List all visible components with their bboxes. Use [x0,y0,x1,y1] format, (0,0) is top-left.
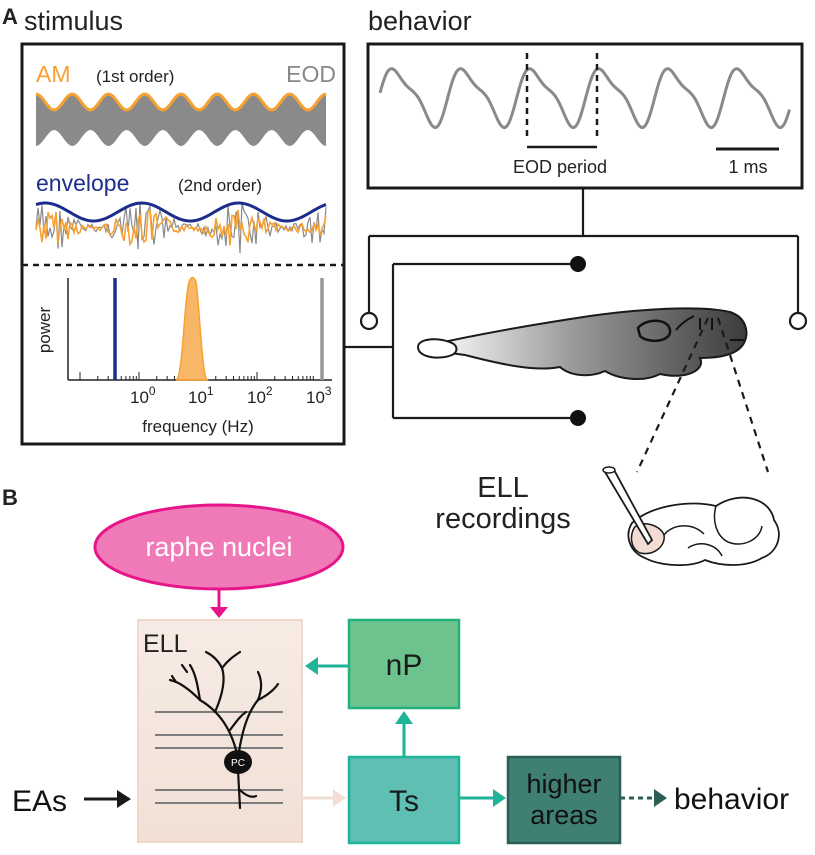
higher-areas-node [506,755,622,845]
tick-label-1e1: 101 [188,384,214,407]
pc-label: PC [231,758,245,769]
stimulus-electrode-bottom [570,410,586,426]
envelope-trace [35,201,327,223]
higher-areas-label-line2: areas [530,800,598,830]
fish-illustration [416,307,748,380]
behavior-box [366,42,804,190]
panel-b-label: B [2,485,18,510]
behavior-title: behavior [368,6,472,36]
tick-label-1e2: 102 [247,384,273,407]
envelope-am-noise [35,209,327,247]
am-envelope-trace [35,92,327,112]
tick-label-1e0: 100 [130,384,156,407]
np-label: nP [386,649,423,682]
ell-recordings-label-line2: recordings [435,503,570,535]
np-node [347,618,461,710]
higher-areas-label-line1: higher [526,769,601,799]
frequency-label: frequency (Hz) [142,417,253,436]
pyramidal-cell-soma [224,750,252,774]
ell-recordings-label-line1: ELL [477,472,529,504]
eas-label: EAs [12,785,67,818]
ell-to-ts-arrowhead [333,789,346,807]
am-order-label: (1st order) [96,67,174,86]
stimulus-title: stimulus [24,6,123,36]
ts-node [347,755,461,845]
envelope-label: envelope [36,170,129,196]
eod-label: EOD [286,61,336,87]
panel-a-label: A [2,4,18,29]
ts-to-higher-arrowhead [493,789,506,807]
np-to-ell-arrowhead [305,657,318,675]
eod-period-label: EOD period [513,157,607,177]
recording-electrode-left [359,311,379,331]
raphe-nuclei-label: raphe nuclei [145,532,292,562]
zoom-line-right [716,317,770,473]
eod-carrier-band [36,94,326,146]
higher-to-behavior-arrowhead [654,789,667,807]
envelope-order-label: (2nd order) [178,176,262,195]
zoom-line-left [636,317,709,473]
tick-label-1e3: 103 [306,384,332,407]
ell-layer-lines [155,711,283,804]
power-label: power [35,307,54,354]
ell-node [137,619,303,843]
behavior-output-label: behavior [674,783,789,816]
ell-label: ELL [143,630,188,658]
eod-waveform [378,67,791,130]
brain-illustration [602,466,780,566]
stimulus-electrode-top [570,256,586,272]
eas-to-ell-arrowhead [117,790,131,808]
electrode-wiring [344,188,800,420]
raphe-to-ell-arrowhead [210,607,228,618]
ts-label: Ts [389,785,419,818]
recording-electrode-right [788,311,808,331]
ts-to-np-arrowhead [395,711,413,724]
am-label: AM [36,61,71,87]
am-frequency-peak [175,276,210,381]
scale-bar-label: 1 ms [728,157,767,177]
